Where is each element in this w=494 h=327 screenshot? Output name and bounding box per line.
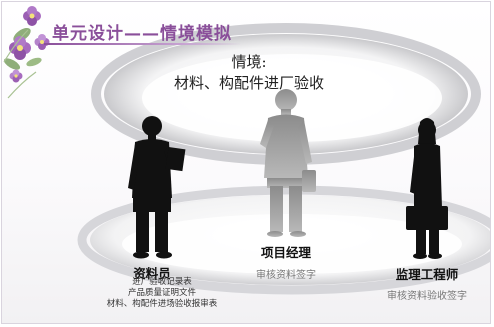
title-underline (44, 43, 242, 45)
materials-clerk-documents: 进厂验收记录表 产品质量证明文件 材料、构配件进场验收报审表 (62, 277, 262, 310)
scenario-label: 情境: (231, 53, 267, 71)
project-manager-action: 审核资料签字 (256, 270, 316, 281)
slide-frame: 单元设计——情境模拟 情境: 材料、构配件进厂验收 资料员 进厂验收记录表 产品… (1, 1, 491, 324)
project-manager-figure (260, 89, 316, 237)
supervising-engineer-name: 监理工程师 (395, 267, 459, 282)
flower-decoration (3, 6, 50, 99)
supervising-engineer-figure (406, 118, 448, 259)
materials-clerk-figure (128, 116, 186, 259)
document-item: 材料、构配件进场验收报审表 (106, 299, 218, 309)
document-item: 产品质量证明文件 (127, 288, 196, 298)
supervising-engineer-action: 审核资料验收签字 (387, 291, 467, 302)
scenario-text: 材料、构配件进厂验收 (173, 74, 324, 92)
materials-clerk-name: 资料员 (133, 266, 171, 281)
slide-title: 单元设计——情境模拟 (52, 24, 232, 44)
scene-artwork (3, 6, 490, 295)
project-manager-name: 项目经理 (260, 245, 311, 260)
document-item: 进厂验收记录表 (132, 277, 192, 287)
